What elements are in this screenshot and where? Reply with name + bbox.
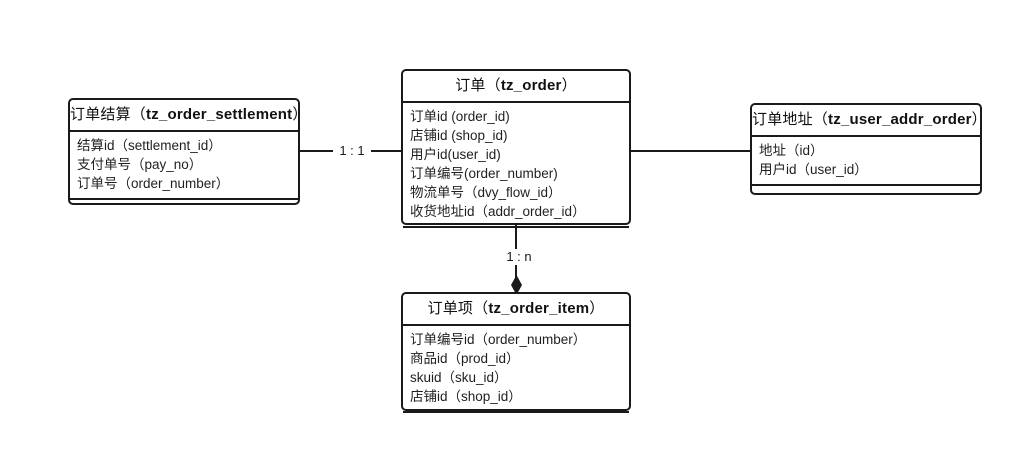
entity-footer-tz-order-settlement [70, 200, 298, 228]
entity-title-tz-order-settlement: 订单结算（tz_order_settlement） [70, 100, 307, 132]
entity-fields-tz-order: 订单id (order_id) 店铺id (shop_id) 用户id(user… [403, 103, 629, 228]
field-row: 结算id（settlement_id） [77, 138, 222, 153]
entity-table-tz-order: tz_order [500, 77, 562, 94]
entity-title-suffix-tz-user-addr-order: ） [971, 111, 987, 128]
field-row: 店铺id（shop_id） [410, 389, 522, 404]
entity-title-tz-order: 订单（tz_order） [403, 71, 629, 103]
entity-title-tz-user-addr-order: 订单地址（tz_user_addr_order） [752, 105, 987, 137]
entity-fields-tz-user-addr-order: 地址（id） 用户id（user_id） [752, 137, 980, 186]
field-row: 订单id (order_id) [410, 109, 510, 124]
filled-diamond-marker-icon [511, 275, 522, 295]
relationship-label-settlement-order: 1 : 1 [333, 143, 371, 159]
entity-footer-tz-order [403, 228, 629, 256]
entity-fields-tz-order-settlement: 结算id（settlement_id） 支付单号（pay_no） 订单号（ord… [70, 132, 298, 200]
entity-table-tz-user-addr-order: tz_user_addr_order [828, 111, 972, 128]
field-row: 收货地址id（addr_order_id） [410, 204, 586, 219]
entity-name-cn-tz-user-addr-order: 订单地址（ [752, 111, 829, 128]
entity-tz-user-addr-order[interactable]: 订单地址（tz_user_addr_order） 地址（id） 用户id（use… [750, 103, 987, 195]
field-row: 支付单号（pay_no） [77, 157, 203, 172]
field-row: 物流单号（dvy_flow_id） [410, 185, 562, 200]
entity-name-cn-tz-order-item: 订单项（ [427, 300, 489, 317]
entity-title-tz-order-item: 订单项（tz_order_item） [403, 294, 629, 326]
entity-name-cn-tz-order-settlement: 订单结算（ [70, 106, 147, 123]
entity-tz-order-item[interactable]: 订单项（tz_order_item） 订单编号id（order_number） … [401, 292, 631, 413]
field-row: 订单编号(order_number) [410, 166, 558, 181]
field-row: 地址（id） [759, 143, 824, 158]
entity-tz-order-settlement[interactable]: 订单结算（tz_order_settlement） 结算id（settlemen… [68, 98, 307, 205]
entity-fields-tz-order-item: 订单编号id（order_number） 商品id（prod_id） skuid… [403, 326, 629, 413]
field-row: 用户id(user_id) [410, 147, 501, 162]
field-row: skuid（sku_id） [410, 370, 508, 385]
entity-table-tz-order-item: tz_order_item [488, 300, 590, 317]
entity-footer-tz-order-item [403, 413, 629, 441]
field-row: 商品id（prod_id） [410, 351, 520, 366]
entity-tz-order[interactable]: 订单（tz_order） 订单id (order_id) 店铺id (shop_… [401, 69, 631, 228]
relationship-label-order-orderitem: 1 : n [499, 249, 539, 265]
field-row: 店铺id (shop_id) [410, 128, 508, 143]
field-row: 用户id（user_id） [759, 162, 868, 177]
field-row: 订单编号id（order_number） [410, 332, 587, 347]
entity-title-suffix-tz-order-settlement: ） [292, 106, 308, 123]
entity-table-tz-order-settlement: tz_order_settlement [146, 106, 293, 123]
entity-footer-tz-user-addr-order [752, 186, 980, 214]
entity-title-suffix-tz-order: ） [561, 77, 577, 94]
entity-name-cn-tz-order: 订单（ [455, 77, 501, 94]
field-row: 订单号（order_number） [77, 176, 230, 191]
entity-title-suffix-tz-order-item: ） [589, 300, 605, 317]
connector-order-address [629, 150, 752, 152]
